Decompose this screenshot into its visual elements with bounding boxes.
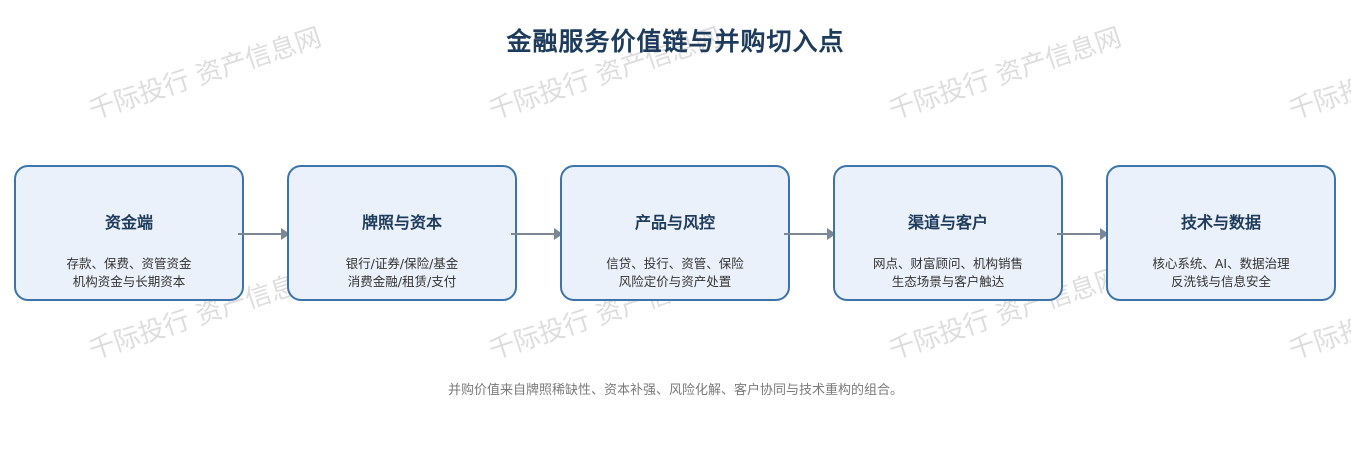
value-chain: 资金端 存款、保费、资管资金 机构资金与长期资本 牌照与资本 银行/证券/保险/… (0, 165, 1351, 305)
stage-detail: 风险定价与资产处置 (618, 274, 732, 289)
stage-title: 牌照与资本 (361, 213, 442, 232)
stage-detail: 信贷、投行、资管、保险 (606, 256, 744, 271)
stage-detail: 存款、保费、资管资金 (66, 256, 192, 271)
stage-box-funding: 资金端 存款、保费、资管资金 机构资金与长期资本 (14, 165, 244, 301)
stage-title: 渠道与客户 (907, 213, 988, 232)
stage-title: 产品与风控 (634, 213, 715, 232)
stage-detail: 银行/证券/保险/基金 (345, 256, 459, 271)
stage-box-tech-data: 技术与数据 核心系统、AI、数据治理 反洗钱与信息安全 (1106, 165, 1336, 301)
stage-detail: 网点、财富顾问、机构销售 (872, 256, 1023, 271)
flow-arrow (238, 228, 290, 240)
stage-detail: 反洗钱与信息安全 (1170, 274, 1271, 289)
page-title: 金融服务价值链与并购切入点 (506, 27, 845, 56)
flow-arrow (1057, 228, 1109, 240)
stage-title: 技术与数据 (1180, 213, 1261, 232)
flow-arrow (511, 228, 563, 240)
footnote: 并购价值来自牌照稀缺性、资本补强、风险化解、客户协同与技术重构的组合。 (447, 383, 903, 398)
stage-title: 资金端 (104, 213, 153, 232)
stage-detail: 核心系统、AI、数据治理 (1152, 256, 1290, 271)
flow-arrow (784, 228, 836, 240)
stage-detail: 机构资金与长期资本 (72, 274, 186, 289)
stage-box-channel-customer: 渠道与客户 网点、财富顾问、机构销售 生态场景与客户触达 (833, 165, 1063, 301)
stage-box-license-capital: 牌照与资本 银行/证券/保险/基金 消费金融/租赁/支付 (287, 165, 517, 301)
stage-detail: 生态场景与客户触达 (891, 274, 1005, 289)
stage-detail: 消费金融/租赁/支付 (347, 274, 457, 289)
stage-box-product-risk: 产品与风控 信贷、投行、资管、保险 风险定价与资产处置 (560, 165, 790, 301)
